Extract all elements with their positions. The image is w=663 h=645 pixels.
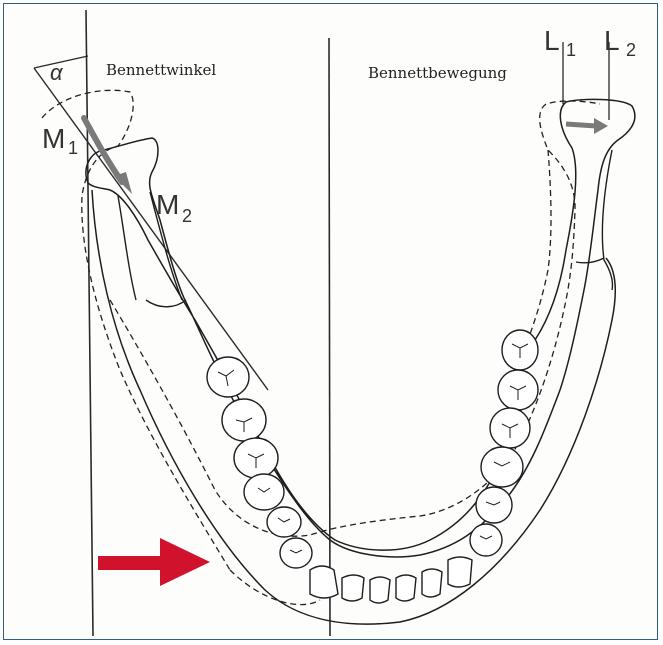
l1-l2-arrowhead — [594, 118, 608, 134]
right-teeth — [470, 330, 538, 556]
l1-subscript: 1 — [566, 40, 576, 60]
front-teeth — [310, 557, 472, 603]
l2-subscript: 2 — [626, 40, 636, 60]
left-vertical-line — [86, 10, 93, 636]
tooth-left-1 — [207, 357, 249, 397]
tooth-left-2 — [222, 399, 266, 441]
bennett-angle-line — [34, 68, 268, 390]
m2-label: M — [156, 189, 179, 220]
tooth-right-6 — [470, 524, 502, 556]
m1-label: M — [42, 123, 65, 154]
l1-l2-movement-arrow — [566, 124, 596, 126]
center-vertical-line — [329, 38, 330, 636]
l1-label: L — [544, 25, 560, 56]
bennettwinkel-label: Bennettwinkel — [106, 61, 216, 79]
bennettbewegung-label: Bennettbewegung — [368, 64, 507, 82]
m2-subscript: 2 — [182, 206, 192, 226]
l2-label: L — [604, 25, 620, 56]
alpha-label: α — [50, 60, 64, 85]
m1-subscript: 1 — [68, 138, 78, 158]
tooth-right-4 — [481, 447, 523, 487]
red-arrow-right-icon — [98, 538, 210, 586]
m1-m2-movement-arrow — [84, 118, 122, 182]
